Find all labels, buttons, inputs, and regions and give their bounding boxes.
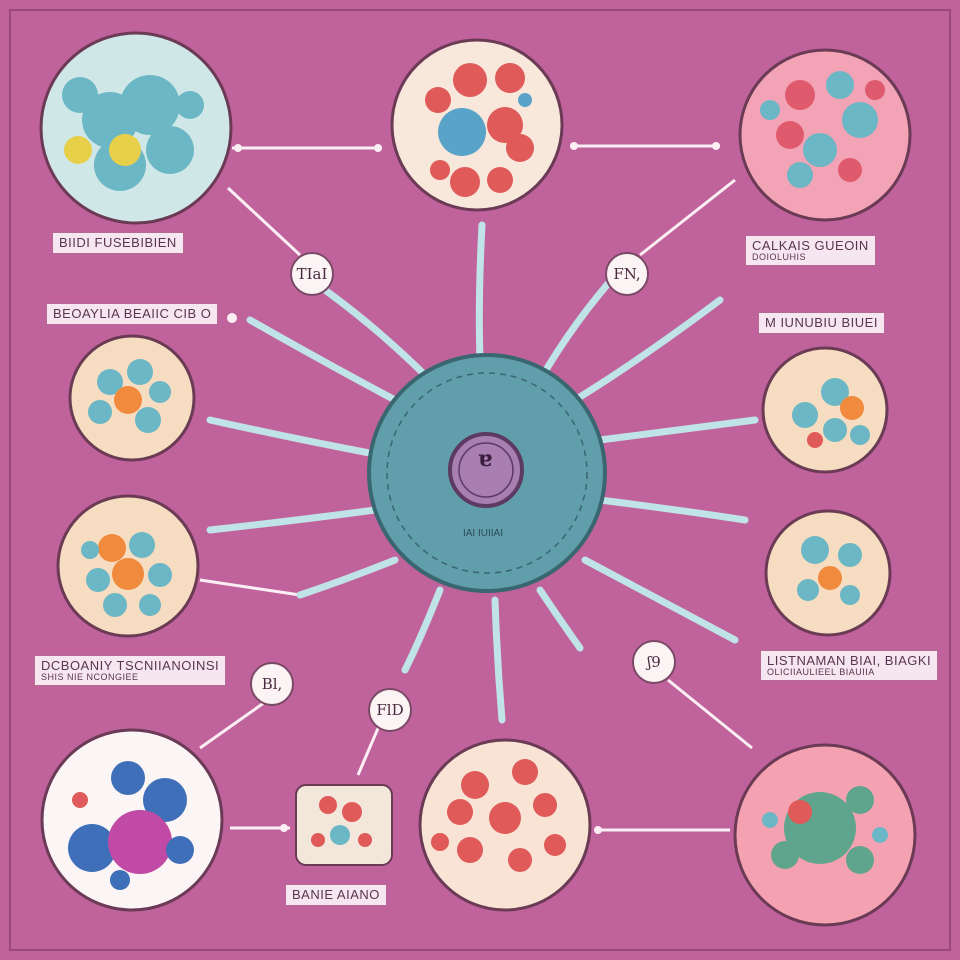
cell-top-right	[738, 48, 912, 222]
marker-bubble: TIaI	[290, 252, 334, 296]
label-top-left: BIIDI FUSEBIBIEN	[52, 232, 184, 254]
radial-arm	[596, 496, 749, 524]
central-cell	[367, 353, 607, 593]
cell-right-lower	[764, 509, 892, 637]
cell-bottom-center	[418, 738, 592, 912]
cell-bottom-right	[733, 743, 917, 927]
radial-arms	[206, 221, 759, 724]
marker-bubble: FlD	[368, 688, 412, 732]
radial-arm	[321, 286, 434, 384]
radial-arm	[536, 586, 584, 652]
connector-dots	[227, 142, 720, 834]
radial-arm	[206, 506, 379, 534]
radial-arm	[581, 556, 739, 644]
radial-arm	[296, 556, 399, 599]
radial-arm	[475, 221, 486, 364]
label-right-lower: LISTNAMAN BIAI, BIAGKI OLICIIAULIEEL BIA…	[760, 650, 939, 682]
cell-bottom-left	[40, 728, 224, 912]
marker-bubble: FN,	[605, 252, 649, 296]
radial-arm	[401, 586, 444, 674]
marker-bubble: ʃ9	[632, 640, 676, 684]
connector-line	[667, 678, 753, 750]
label-bottom-mid: BANIE AIANO	[285, 884, 387, 906]
cell-top-center	[390, 38, 564, 212]
connector-line	[226, 186, 302, 257]
connector-line	[199, 698, 269, 750]
central-cell-membrane	[386, 372, 588, 574]
label-left-upper: BEOAYLIA BEAIIC CIB O	[46, 303, 219, 325]
cell-right-upper	[761, 346, 889, 474]
connector-line	[639, 178, 736, 257]
frame-border	[9, 9, 951, 951]
radial-arm	[596, 416, 759, 444]
nucleus-glyph: ɐ	[477, 446, 493, 472]
cell-left-upper	[68, 334, 196, 462]
marker-bubble: Bl,	[250, 662, 294, 706]
cell-top-left	[39, 31, 233, 225]
cell-left-lower	[56, 494, 200, 638]
radial-arm	[491, 596, 506, 724]
connector-line	[199, 578, 301, 597]
radial-arm	[206, 416, 384, 459]
radial-arm	[246, 316, 399, 404]
central-cell-label: IAI IUIIAI	[462, 528, 503, 539]
cell-bottom-small	[295, 784, 393, 866]
nucleus-inner-ring	[458, 442, 514, 498]
label-right-upper: CALKAIS GUEOIN DOIOLUHIS	[745, 235, 876, 267]
label-left-lower: DCBOANIY TSCNIIANOINSI SHIS NIE NCONGIEE	[34, 655, 227, 687]
nucleus	[448, 432, 524, 508]
radial-arm	[571, 296, 724, 404]
label-right-mid: M IUNUBIU BIUEI	[758, 312, 885, 334]
